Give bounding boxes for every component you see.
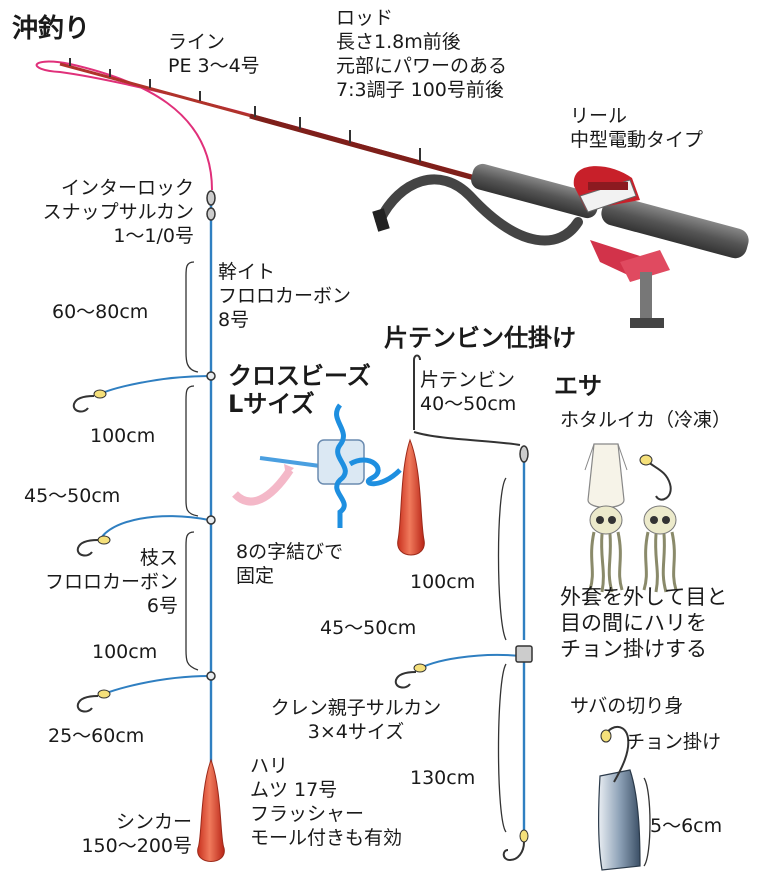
left-beads <box>93 389 111 699</box>
mackerel-label: サバの切り身 <box>570 695 684 717</box>
cross-beads-detail <box>232 403 402 528</box>
left-branch-length: 45〜50cm <box>24 485 121 507</box>
left-bottom-branch: 25〜60cm <box>48 725 145 747</box>
mackerel-length: 5〜6cm <box>650 815 723 837</box>
page-title: 沖釣り <box>12 14 91 44</box>
branch-line-label: 枝ス フロロカーボン 6号 <box>44 547 178 617</box>
firefly-squid-note: 外套を外して目と 目の間にハリを チョン掛けする <box>560 585 728 661</box>
left-rig-knots <box>206 371 216 681</box>
swivel-label: クレン親子サルカン 3×4サイズ <box>270 697 442 743</box>
cross-beads-note: 8の字結びで 固定 <box>236 541 344 587</box>
mackerel-strip-illustration <box>598 726 651 871</box>
main-line-label: 幹イト フロロカーボン 8号 <box>218 261 352 331</box>
left-distance-3: 100cm <box>92 641 158 663</box>
rod-holder <box>590 240 670 328</box>
left-hooks <box>72 395 99 713</box>
bait-title: エサ <box>554 372 602 400</box>
hook-label: ハリ ムツ 17号 フラッシャー モール付きも有効 <box>250 755 403 849</box>
tenbin-beads <box>413 663 529 843</box>
mackerel-hook-label: チョン掛け <box>626 731 722 753</box>
rod-label: ロッド 長さ1.8m前後 元部にパワーのある 7:3調子 100号前後 <box>336 7 508 101</box>
right-branch-length: 45〜50cm <box>320 617 417 639</box>
tenbin-sinker <box>397 438 425 556</box>
tenbin-label: 片テンビン 40〜50cm <box>420 369 517 415</box>
left-sinker <box>197 758 225 862</box>
firefly-squid-label: ホタルイカ（冷凍） <box>560 409 732 431</box>
tenbin-swivels <box>515 445 533 663</box>
left-rig <box>95 190 216 770</box>
cross-beads-title: クロスビーズ Lサイズ <box>228 362 371 418</box>
sinker-label: シンカー 150〜200号 <box>81 811 192 857</box>
left-dimension-brackets <box>185 261 199 671</box>
fishing-rod <box>59 58 749 259</box>
left-distance-1: 60〜80cm <box>52 301 149 323</box>
right-distance-2: 130cm <box>410 767 476 789</box>
tenbin-hooks <box>394 671 525 862</box>
reel-label: リール中型電動タイプ <box>570 105 704 151</box>
tenbin-rig-title: 片テンビン仕掛け <box>384 324 576 352</box>
right-distance-1: 100cm <box>410 571 476 593</box>
electric-reel <box>372 166 640 246</box>
snap-label: インターロック スナップサルカン 1〜1/0号 <box>42 177 194 247</box>
firefly-squid-illustration <box>584 443 678 593</box>
left-distance-2: 100cm <box>90 425 156 447</box>
